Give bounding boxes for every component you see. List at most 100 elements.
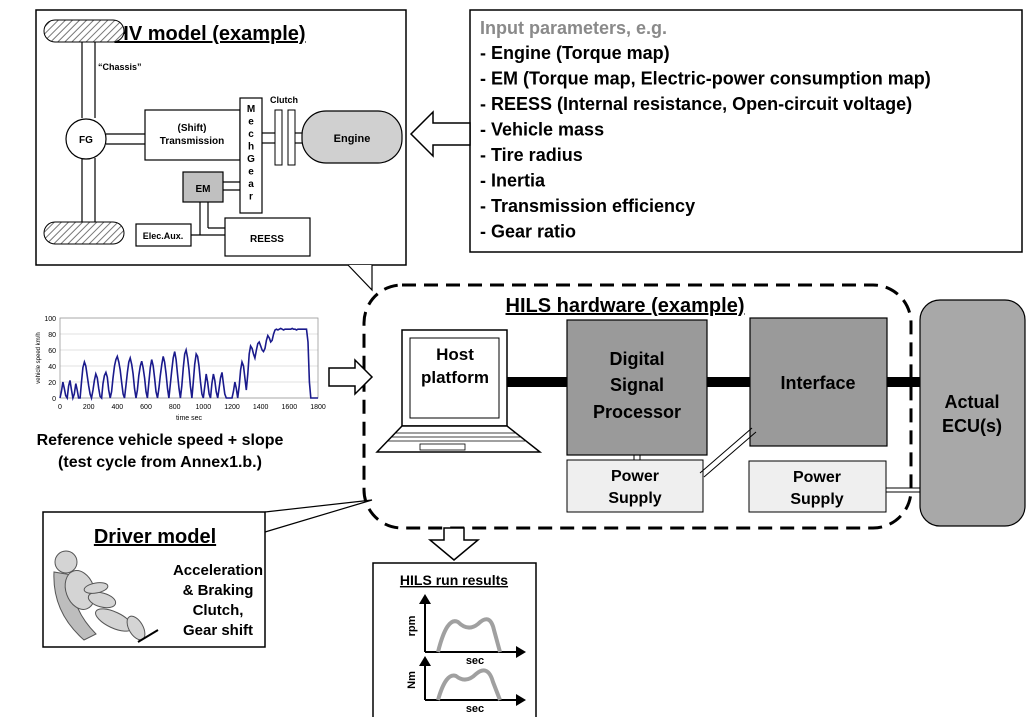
run-results-panel: HILS run results rpm sec Nm sec [372,562,537,717]
driver-model-line-3: Clutch, [193,602,244,619]
chart-x-tick: 1600 [282,404,298,411]
rpm-y-label: rpm [406,615,418,636]
input-parameter-item: - Vehicle mass [480,120,604,140]
hv-model-callout [347,264,373,292]
nm-x-label: sec [466,703,484,715]
transmission-label-2: Transmission [160,136,224,147]
dsp-label-3: Processor [593,402,681,422]
chart-y-tick: 60 [48,348,56,355]
chart-x-tick: 0 [58,404,62,411]
input-parameter-item: - EM (Torque map, Electric-power consump… [480,69,931,89]
dsp-label-2: Signal [610,375,664,395]
mech-gear-letter: h [248,142,254,153]
input-parameter-item: - Engine (Torque map) [480,43,670,63]
chart-x-tick: 800 [169,404,181,411]
chart-x-tick: 1200 [224,404,240,411]
mech-gear-letter: r [249,192,253,203]
reess-block [224,217,311,257]
chart-y-label: vehicle speed km/h [36,332,42,383]
run-results-box [372,562,537,717]
power-supply-2-label-1: Power [793,469,841,486]
input-parameter-item: - Gear ratio [480,222,576,242]
mech-gear-letter: e [248,167,254,178]
reess-label: REESS [250,234,284,245]
chassis-label: “Chassis” [98,62,142,72]
mech-gear-block [239,97,263,214]
chart-plot-area [59,317,319,399]
input-parameter-item: - Transmission efficiency [480,196,695,216]
nm-y-label: Nm [406,671,418,689]
hv-model-title: HV model (example) [114,23,305,45]
driver-model-line-2: & Braking [183,582,254,599]
power-supply-1 [566,459,704,513]
rpm-result-curve [436,617,502,653]
fg-label: FG [79,135,93,146]
clutch-plate-right [287,109,296,166]
input-parameters-list: - Engine (Torque map) - EM (Torque map, E… [480,43,931,242]
fg-node [65,118,107,160]
input-arrow [409,110,471,158]
chart-y-tick: 40 [48,364,56,371]
input-parameters-panel: Input parameters, e.g. - Engine (Torque … [469,9,1023,253]
mech-gear-letter: a [248,179,254,190]
results-arrow [427,527,481,561]
wheel-bottom [43,221,125,245]
driver-model-panel: Driver model Acceleration & Braking Clut… [42,499,373,648]
chart-y-tick: 80 [48,332,56,339]
mech-gear-letter: M [247,104,255,115]
engine-block [301,110,403,164]
transmission-block [144,109,241,161]
nm-result-curve [436,668,502,701]
chart-x-tick: 1800 [310,404,326,411]
chart-x-tick: 1000 [196,404,212,411]
hv-model-panel: HV model (example) “Chassis” FG (Shift) … [35,9,407,266]
clutch-plate-left [274,109,283,166]
reference-caption-2: (test cycle from Annex1.b.) [58,454,262,471]
interface-block [749,317,888,447]
driver-model-title: Driver model [94,526,216,548]
em-label: EM [196,184,211,195]
chart-y-tick: 100 [44,316,56,323]
transmission-label-1: (Shift) [178,123,207,134]
engine-label: Engine [334,133,371,145]
driver-figure-icon [53,550,146,641]
input-parameter-item: - Tire radius [480,145,583,165]
chart-y-tick: 0 [52,396,56,403]
hils-hardware-boundary [362,283,913,530]
hils-hardware-title: HILS hardware (example) [506,295,745,317]
chart-x-tick: 200 [83,404,95,411]
power-supply-1-label-2: Supply [608,490,661,507]
chart-x-label: time sec [176,415,203,422]
driver-model-line-1: Acceleration [173,562,263,579]
interface-label: Interface [780,373,855,393]
mech-gear-letter: G [247,154,255,165]
host-platform-label-1: Host [436,345,474,364]
chart-x-tick: 600 [140,404,152,411]
power-supply-2-label-2: Supply [790,491,843,508]
power-supply-2 [748,460,887,513]
chart-x-tick: 1400 [253,404,269,411]
driver-model-line-4: Gear shift [183,622,253,639]
chart-x-tick: 400 [111,404,123,411]
power-supply-1-label-1: Power [611,468,659,485]
input-parameter-item: - Inertia [480,171,546,191]
input-parameter-item: - REESS (Internal resistance, Open-circu… [480,94,912,114]
reference-arrow [328,358,374,396]
dsp-label-1: Digital [609,349,664,369]
clutch-label: Clutch [270,95,298,105]
reference-caption-1: Reference vehicle speed + slope [37,432,284,449]
em-block [182,171,224,203]
mech-gear-letter: e [248,117,254,128]
pedal-icon [137,629,159,643]
actual-ecu-block [919,299,1026,527]
input-parameters-box [469,9,1023,253]
vehicle-speed-series [59,327,318,402]
run-results-title: HILS run results [400,572,508,588]
chart-y-tick: 20 [48,380,56,387]
rpm-x-label: sec [466,655,484,667]
wheel-top [43,19,125,43]
actual-ecu-label-2: ECU(s) [942,416,1002,436]
